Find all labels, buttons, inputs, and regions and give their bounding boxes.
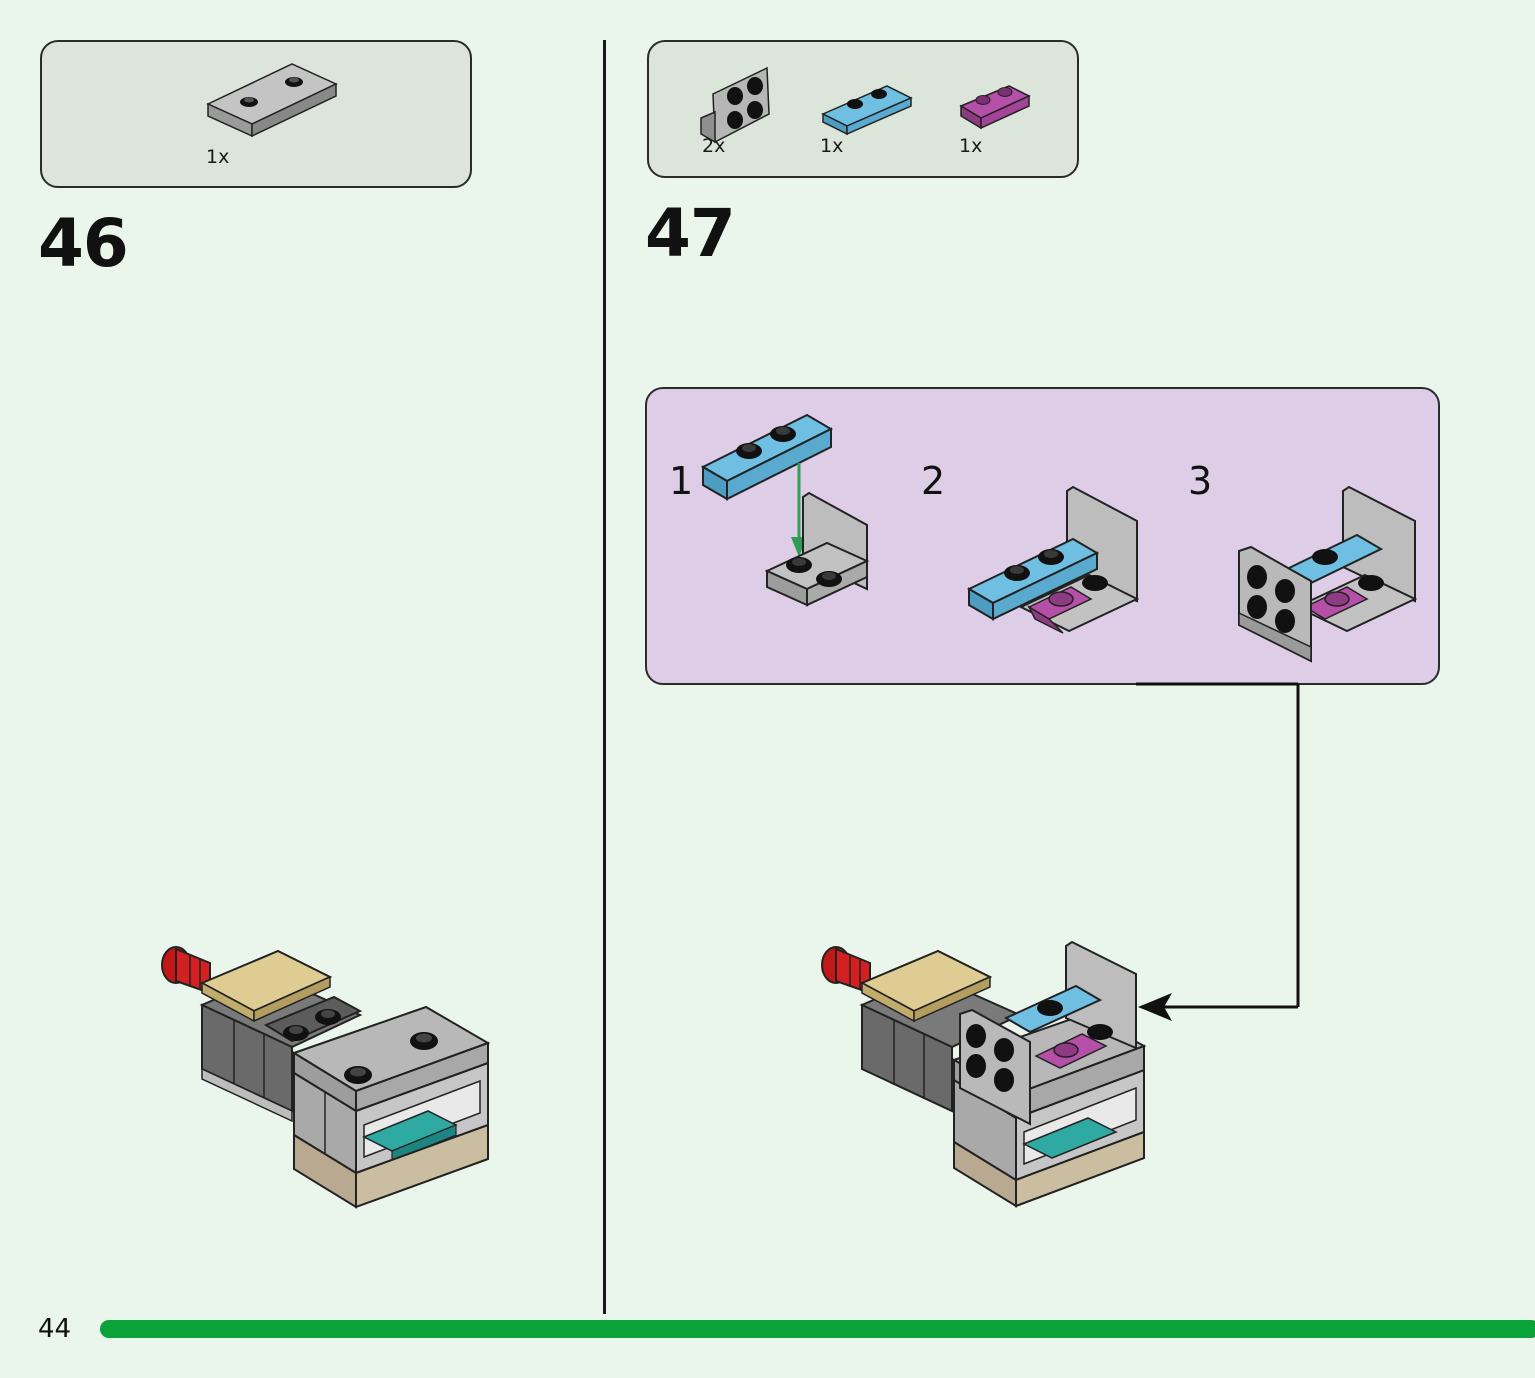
callout-arrow bbox=[1136, 682, 1300, 1021]
substep-number-2: 2 bbox=[921, 459, 946, 503]
substep-1-illustration bbox=[700, 413, 870, 607]
teal-tile bbox=[1022, 1117, 1118, 1159]
substep-number-1: 1 bbox=[669, 459, 694, 503]
part-qty: 2x bbox=[702, 135, 726, 157]
gray-bracket-icon bbox=[700, 66, 770, 144]
magenta-plate-1x2-icon bbox=[959, 85, 1031, 130]
progress-bar bbox=[100, 1320, 1535, 1338]
part-qty: 1x bbox=[820, 135, 844, 157]
page-number: 44 bbox=[38, 1314, 72, 1344]
step-number-46: 46 bbox=[38, 205, 129, 282]
blue-plate-1x2-icon bbox=[821, 85, 913, 136]
substep-number-3: 3 bbox=[1188, 459, 1213, 503]
step-47-model bbox=[821, 940, 1147, 1208]
parts-callout-step-47: 2x 1x 1x bbox=[647, 40, 1079, 178]
part-qty: 1x bbox=[959, 135, 983, 157]
light-gray-plate-1x2-icon bbox=[206, 63, 338, 138]
parts-callout-step-46: 1x bbox=[40, 40, 472, 188]
arrow-head-icon bbox=[1138, 993, 1172, 1021]
substep-2-illustration bbox=[966, 485, 1140, 634]
part-qty: 1x bbox=[206, 146, 230, 168]
substep-3-illustration bbox=[1238, 485, 1418, 663]
step-46-model bbox=[161, 946, 491, 1209]
step-number-47: 47 bbox=[645, 195, 736, 272]
page-divider bbox=[603, 40, 606, 1314]
substep-callout: 1 2 3 bbox=[645, 387, 1440, 685]
